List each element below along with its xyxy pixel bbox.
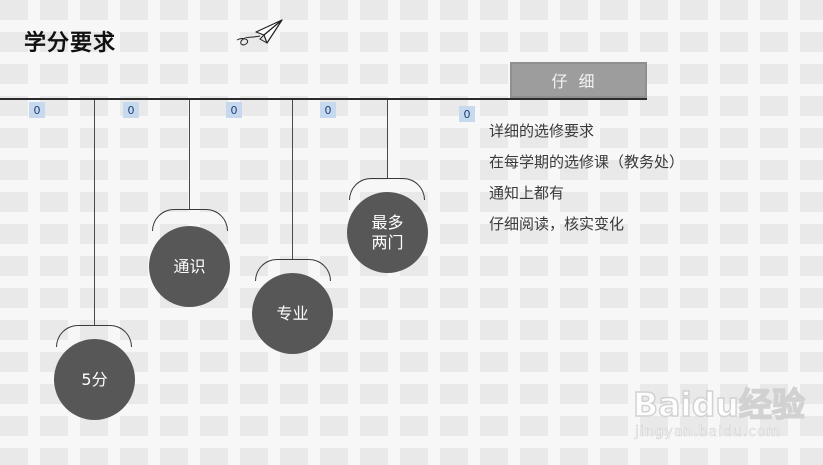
hanging-string — [189, 100, 190, 210]
page-title: 学分要求 — [24, 31, 117, 56]
watermark-url: jingyan.baidu.com — [635, 424, 782, 441]
hanging-string — [292, 100, 293, 260]
credit-circle-5: 5分 — [54, 339, 135, 420]
credit-circle-major: 专业 — [252, 273, 333, 354]
note-line: 仔细阅读，核实变化 — [489, 215, 625, 233]
detail-button[interactable]: 仔细 — [510, 62, 647, 98]
note-line: 通知上都有 — [489, 184, 565, 202]
paper-plane-icon — [236, 19, 283, 46]
tag-badge: 0 — [29, 102, 45, 118]
hanging-string — [387, 100, 388, 179]
note-line: 在每学期的选修课（教务处） — [489, 153, 685, 171]
baidu-watermark: Baidu经验 jingyan.baidu.com — [632, 378, 818, 448]
tag-badge: 0 — [226, 102, 242, 118]
tag-badge: 0 — [123, 102, 139, 118]
note-line: 详细的选修要求 — [489, 122, 595, 140]
credit-circle-general: 通识 — [149, 226, 230, 307]
tag-badge: 0 — [459, 106, 475, 122]
hanging-rail — [0, 98, 647, 100]
watermark-main: Baidu经验 — [632, 384, 805, 425]
credit-circle-max: 最多 两门 — [347, 192, 428, 273]
hanging-string — [94, 100, 95, 326]
tag-badge: 0 — [320, 102, 336, 118]
notes-list: 详细的选修要求 在每学期的选修课（教务处） 通知上都有 仔细阅读，核实变化 — [489, 116, 684, 240]
